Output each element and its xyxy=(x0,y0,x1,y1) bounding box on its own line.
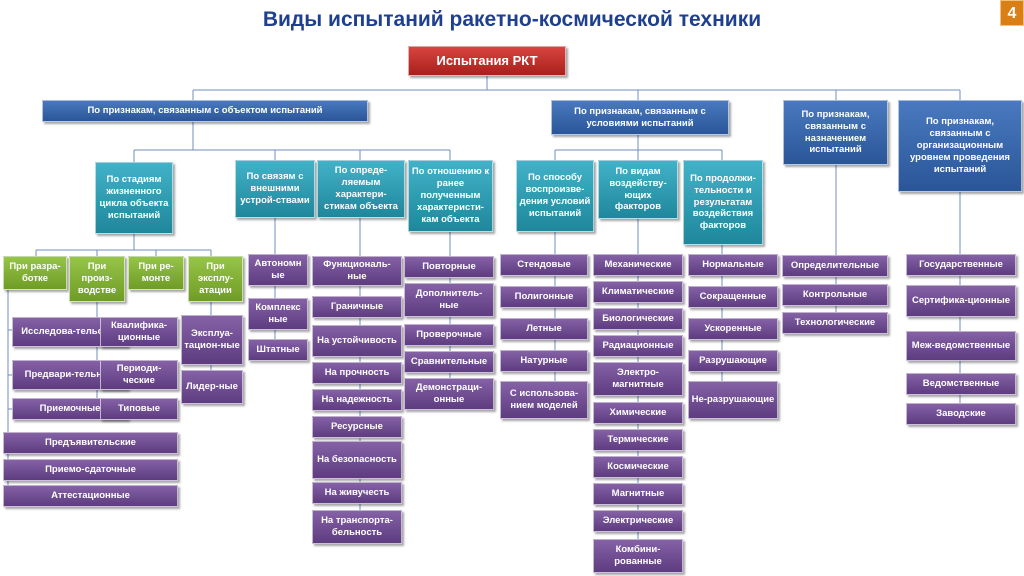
repeat-test-5: Демонстраци-онные xyxy=(404,378,494,410)
purpose-test-2: Контрольные xyxy=(782,284,888,306)
lifecycle-stages-node: По стадиям жизненного цикла объекта испы… xyxy=(95,162,173,234)
characteristic-test-5: На надежность xyxy=(312,389,402,411)
external-test-1: Автономн ые xyxy=(248,254,308,286)
reproduction-test-4: Натурные xyxy=(500,350,588,372)
repeat-test-1: Повторные xyxy=(404,256,494,278)
operation-test-1: Эксплуа-тацион-ные xyxy=(181,315,243,365)
characteristic-test-6: Ресурсные xyxy=(312,416,402,438)
production-test-2: Периоди-ческие xyxy=(100,360,178,390)
factor-test-1: Механические xyxy=(593,254,683,276)
factor-test-7: Термические xyxy=(593,429,683,451)
org-level-test-4: Ведомственные xyxy=(906,373,1016,395)
previous-results-node: По отношению к ранее полученным характер… xyxy=(408,160,493,232)
repeat-test-3: Проверочные xyxy=(404,324,494,346)
external-links-node: По связям с внешними устрой-ствами xyxy=(235,160,315,218)
repeat-test-2: Дополнитель-ные xyxy=(404,283,494,317)
factor-test-4: Радиационные xyxy=(593,335,683,357)
purpose-test-1: Определительные xyxy=(782,255,888,277)
factor-test-11: Комбини-рованные xyxy=(593,539,683,573)
characteristic-test-3: На устойчивость xyxy=(312,325,402,357)
duration-results-node: По продолжи-тельности и результатам возд… xyxy=(683,160,763,245)
factor-test-6: Химические xyxy=(593,402,683,424)
org-level-test-5: Заводские xyxy=(906,403,1016,425)
object-criteria-node: По признакам, связанным с объектом испыт… xyxy=(42,100,368,122)
lifecycle-common-test-2: Приемо-сдаточные xyxy=(3,459,178,481)
factor-test-8: Космические xyxy=(593,456,683,478)
stage-operation-node: При эксплу-атации xyxy=(188,256,243,302)
duration-test-2: Сокращенные xyxy=(688,286,778,308)
page-title: Виды испытаний ракетно-космической техни… xyxy=(262,8,762,31)
duration-test-4: Разрушающие xyxy=(688,350,778,372)
org-level-test-2: Сертифика-ционные xyxy=(906,285,1016,317)
reproduction-test-5: С использова-нием моделей xyxy=(500,381,588,419)
stage-production-node: При произ-водстве xyxy=(69,256,125,302)
factor-test-10: Электрические xyxy=(593,510,683,532)
lifecycle-common-test-3: Аттестационные xyxy=(3,485,178,507)
conditions-criteria-node: По признакам, связанным с условиями испы… xyxy=(551,100,729,135)
stage-repair-node: При ре-монте xyxy=(128,256,184,290)
reproduction-test-1: Стендовые xyxy=(500,254,588,276)
org-level-criteria-node: По признакам, связанным с организационны… xyxy=(898,100,1022,192)
org-level-test-1: Государственные xyxy=(906,254,1016,276)
factor-test-9: Магнитные xyxy=(593,483,683,505)
duration-test-1: Нормальные xyxy=(688,254,778,276)
development-test-3: Приемочные xyxy=(12,398,128,420)
factor-test-2: Климатические xyxy=(593,281,683,303)
reproduction-test-3: Летные xyxy=(500,318,588,340)
duration-test-3: Ускоренные xyxy=(688,318,778,340)
reproduction-method-node: По способу воспроизве-дения условий испы… xyxy=(516,160,594,232)
factor-test-5: Электро-магнитные xyxy=(593,362,683,396)
factor-test-3: Биологические xyxy=(593,308,683,330)
lifecycle-common-test-1: Предъявительские xyxy=(3,432,178,454)
purpose-test-3: Технологические xyxy=(782,312,888,334)
production-test-1: Квалифика-ционные xyxy=(100,317,178,347)
characteristic-test-7: На безопасность xyxy=(312,441,402,479)
purpose-criteria-node: По признакам, связанным с назначением ис… xyxy=(783,100,888,165)
factor-types-node: По видам воздейству-ющих факторов xyxy=(598,160,678,219)
external-test-3: Штатные xyxy=(248,339,308,361)
duration-test-5: Не-разрушающие xyxy=(688,381,778,419)
characteristic-test-4: На прочность xyxy=(312,362,402,384)
stage-development-node: При разра-ботке xyxy=(3,256,67,290)
characteristic-test-2: Граничные xyxy=(312,296,402,318)
root-node: Испытания РКТ xyxy=(408,46,566,76)
characteristic-test-1: Функциональ-ные xyxy=(312,256,402,286)
characteristic-test-9: На транспорта-бельность xyxy=(312,510,402,544)
characteristics-node: По опреде-ляемым характери-стикам объект… xyxy=(317,160,405,218)
reproduction-test-2: Полигонные xyxy=(500,286,588,308)
operation-test-2: Лидер-ные xyxy=(181,370,243,404)
org-level-test-3: Меж-ведомственные xyxy=(906,331,1016,361)
repeat-test-4: Сравнительные xyxy=(404,351,494,373)
production-test-3: Типовые xyxy=(100,398,178,420)
characteristic-test-8: На живучесть xyxy=(312,482,402,504)
external-test-2: Комплекс ные xyxy=(248,298,308,330)
